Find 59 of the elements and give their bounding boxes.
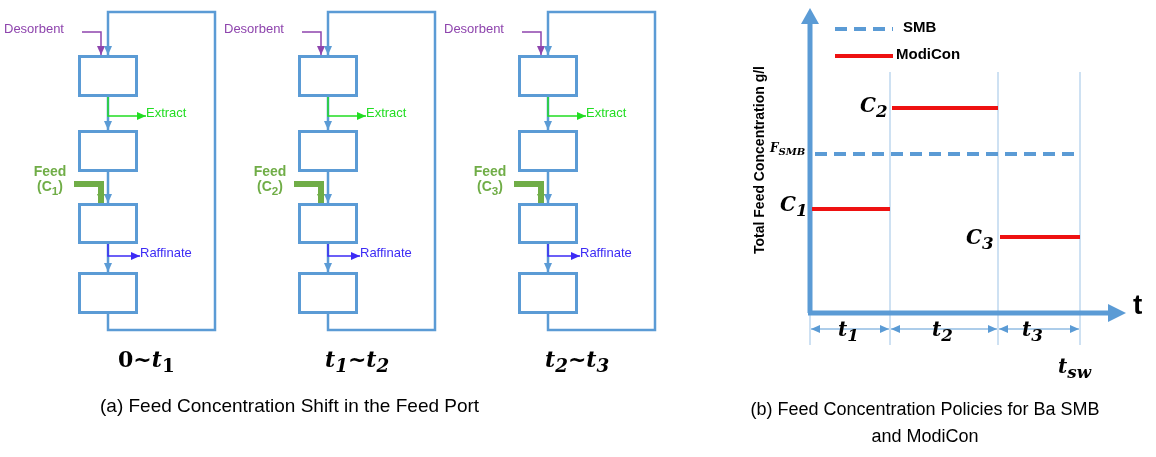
inlet-label: Desorbent [224,22,302,42]
arrow [81,31,105,56]
column-box [518,130,578,172]
inlet-label: Desorbent [4,22,82,42]
arrow [104,172,112,203]
axis-title: Total Feed Concentration g/l [752,66,768,254]
arrow [107,243,141,260]
axis-label: t$_{sw}$ [1058,355,1091,382]
column-box [298,272,358,314]
arrow [521,31,545,56]
figure-caption: (a) Feed Concentration Shift in the Feed Port [100,396,480,417]
column-box [298,130,358,172]
outlet-label: Raffinate [580,246,652,266]
arrow [74,181,105,203]
inlet-label: Feed (C$_{3}$) [466,164,514,204]
column-box [518,55,578,97]
level-label: F$_{SMB}$ [770,142,806,158]
arrow [324,172,332,203]
column-box [298,55,358,97]
dimension-label: t$_{1}$ [838,318,859,345]
legend-label: ModiCon [896,46,961,63]
column-box [78,130,138,172]
outlet-label: Extract [586,106,648,126]
column-box [298,203,358,244]
column-box [78,55,138,97]
arrow [547,96,587,120]
column-box [78,203,138,244]
level-label: C$_{2}$ [860,94,888,121]
time-interval-label: t$_{2}$~t$_{3}$ [545,347,610,377]
arrow [547,243,581,260]
arrow [327,243,361,260]
column-box [518,203,578,244]
dimension-label: t$_{2}$ [932,318,953,345]
axis-label: t [1133,290,1143,321]
level-label: C$_{3}$ [966,226,994,253]
arrow [324,10,437,332]
arrow [104,10,217,332]
outlet-label: Extract [146,106,208,126]
outlet-label: Extract [366,106,428,126]
outlet-label: Raffinate [360,246,432,266]
legend-label: SMB [903,19,937,36]
arrow [301,31,325,56]
level-label: C$_{1}$ [780,193,808,220]
time-interval-label: 0~t$_{1}$ [118,347,175,377]
dimension-label: t$_{3}$ [1022,318,1043,345]
arrow [544,10,657,332]
inlet-label: Feed (C$_{1}$) [26,164,74,204]
figure-caption: (b) Feed Concentration Policies for Ba SMB and ModiCon [749,398,1101,448]
arrow [514,181,545,203]
inlet-label: Feed (C$_{2}$) [246,164,294,204]
inlet-label: Desorbent [444,22,522,42]
arrow [327,96,367,120]
arrow [544,172,552,203]
arrow [107,96,147,120]
column-box [518,272,578,314]
time-interval-label: t$_{1}$~t$_{2}$ [325,347,390,377]
arrow [294,181,325,203]
column-box [78,272,138,314]
outlet-label: Raffinate [140,246,212,266]
